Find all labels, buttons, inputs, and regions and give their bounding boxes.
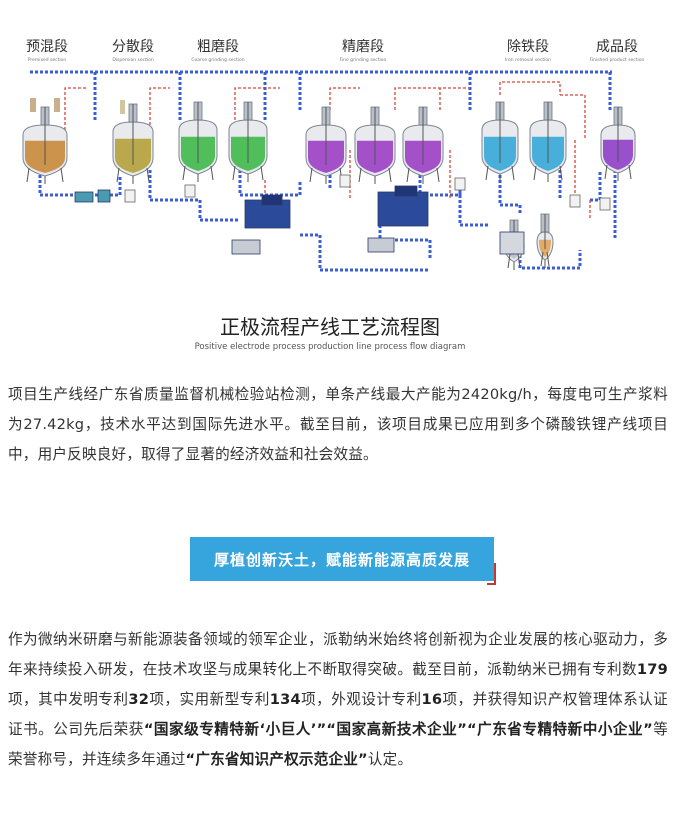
fine-grinder	[377, 191, 429, 227]
patent-count-total: 179	[636, 661, 668, 678]
banner-corner-accent	[487, 563, 496, 585]
valve-4	[569, 194, 581, 208]
stage-sublabel-0: Premixed section	[28, 57, 67, 63]
tank-fine-1	[305, 106, 347, 184]
tank-leg	[436, 167, 440, 183]
stage-label-1: 分散段	[112, 39, 154, 55]
pump	[97, 189, 111, 203]
stage-sublabel-2: Coarse grinding section	[191, 57, 244, 63]
section-banner-label: 厚植创新沃土，赋能新能源高质发展	[213, 550, 470, 569]
tank-leg	[358, 167, 362, 183]
tank-leg	[540, 251, 544, 267]
tank-leg	[406, 167, 410, 183]
tank-leg	[388, 167, 392, 183]
tanks	[22, 98, 636, 270]
tank-small-orange	[536, 213, 554, 268]
valve-2	[339, 174, 351, 188]
premix-motor	[30, 98, 36, 112]
tank-leg	[511, 165, 515, 181]
text-segment: 作为微纳米研磨与新能源装备领域的领军企业，派勒纳米始终将创新视为企业发展的核心驱…	[8, 631, 668, 678]
stage-label-0: 预混段	[26, 39, 68, 55]
pump	[74, 191, 94, 203]
diagram-subtitle: Positive electrode process production li…	[195, 342, 466, 352]
stage-labels: 预混段 Premixed section 分散段 Dispersion section…	[26, 39, 645, 63]
tank-leg	[604, 164, 608, 180]
grinder-base	[231, 239, 261, 255]
blue-pipe	[498, 165, 617, 270]
text-segment: 项，其中发明专利	[8, 691, 129, 708]
stage-sublabel-3: Fine grinding section	[340, 57, 387, 63]
tank-leg	[546, 251, 550, 267]
patent-count-invention: 32	[128, 691, 150, 708]
stage-label-3: 精磨段	[342, 39, 384, 55]
stage-label-5: 成品段	[596, 39, 638, 55]
process-flow-diagram: 预混段 Premixed section 分散段 Dispersion section…	[22, 39, 645, 352]
tank-leg	[533, 165, 537, 181]
tank-finished	[600, 106, 636, 181]
text-segment: 项，外观设计专利	[300, 691, 422, 708]
red-pipe	[64, 87, 470, 150]
section-banner: 厚植创新沃土，赋能新能源高质发展	[190, 537, 494, 581]
valve-0	[124, 189, 136, 203]
grinder-base	[367, 237, 395, 253]
stage-label-4: 除铁段	[507, 39, 549, 55]
blue-pipe	[30, 70, 612, 120]
stage-label-2: 粗磨段	[197, 39, 239, 55]
grinder-motor	[394, 185, 418, 197]
text-segment: 项，实用新型专利	[149, 691, 270, 708]
grinder-motor	[261, 194, 283, 206]
tank-leg	[232, 165, 236, 181]
dispersion-motor	[120, 100, 125, 114]
stage-sublabel-1: Dispersion section	[112, 57, 154, 63]
tank-leg	[309, 167, 313, 183]
tank-leg	[507, 253, 511, 269]
tank-leg	[182, 165, 186, 181]
valve-1	[184, 184, 196, 198]
blue-pipe	[38, 170, 240, 222]
text-segment: 认定。	[367, 751, 413, 768]
tank-leg	[146, 167, 150, 183]
paragraph-capacity: 项目生产线经广东省质量监督机械检验站检测，单条产线最大产能为2420kg/h，每…	[8, 386, 668, 463]
red-pipe	[499, 81, 591, 220]
tank-premix	[22, 106, 68, 184]
premix-motor	[54, 98, 60, 112]
honor-ip-demo: “广东省知识产权示范企业”	[185, 751, 368, 768]
valve-3	[454, 177, 466, 191]
tank-leg	[559, 165, 563, 181]
valve-5	[599, 197, 611, 211]
tank-leg	[60, 167, 64, 183]
tank-leg	[628, 164, 632, 180]
text-segment: 等荣誉称号，并连续多年通过	[8, 721, 668, 768]
honor-titles: “国家级专精特新‘小巨人’”“国家高新技术企业”“广东省专精特新中小企业”	[143, 721, 653, 738]
iron-remover	[499, 231, 525, 255]
tank-ironremoval-1	[481, 101, 519, 182]
tank-leg	[116, 167, 120, 183]
machines	[74, 174, 611, 255]
tank-leg	[26, 167, 30, 183]
patent-count-design: 16	[421, 691, 443, 708]
tank-leg	[485, 165, 489, 181]
paragraph-innovation: 作为微纳米研磨与新能源装备领域的领军企业，派勒纳米始终将创新视为企业发展的核心驱…	[8, 625, 668, 775]
tank-fine-2	[354, 106, 396, 184]
text-segment: 项，并获得知识产权管理体系认证证书。公司先后荣获	[8, 691, 668, 738]
tank-dispersion	[112, 103, 154, 184]
tank-coarse-1	[178, 101, 218, 182]
tank-fine-3	[402, 106, 444, 184]
tank-leg	[517, 253, 521, 269]
tank-ironremoval-2	[529, 101, 567, 182]
diagram-title: 正极流程产线工艺流程图	[220, 315, 440, 339]
tank-leg	[260, 165, 264, 181]
tank-coarse-2	[228, 101, 268, 182]
patent-count-utility: 134	[269, 691, 301, 708]
stage-sublabel-5: Finished product section	[590, 57, 645, 63]
tank-leg	[210, 165, 214, 181]
stage-sublabel-4: Iron removal section	[505, 57, 551, 63]
